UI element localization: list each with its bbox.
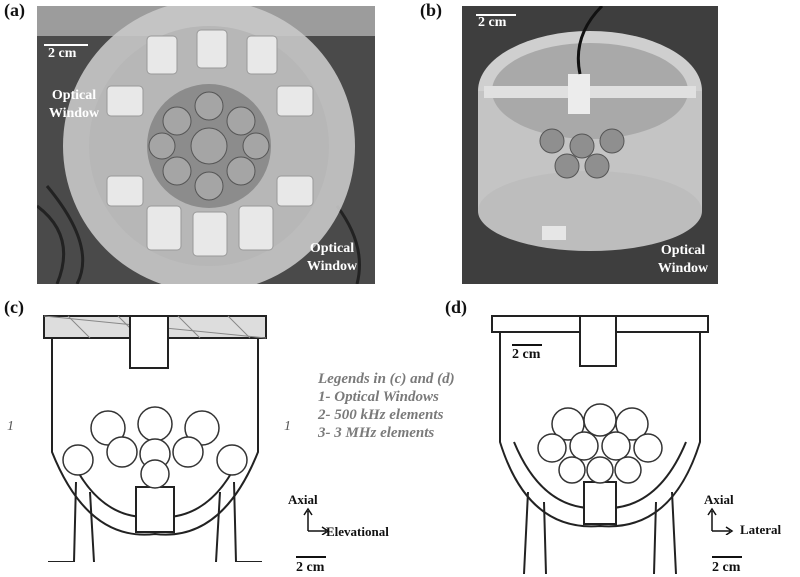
- callout-right-a: Optical Window: [306, 241, 358, 274]
- drawing-c: [43, 315, 267, 562]
- panel-label-b: (b): [420, 0, 442, 20]
- panel-label-c: (c): [4, 297, 24, 317]
- photo-b: [462, 6, 718, 284]
- callout-b: Optical Window: [657, 243, 709, 276]
- axis-arrows-d: [707, 507, 734, 535]
- side-label-left-c: 1: [7, 419, 14, 434]
- legend: Legends in (c) and (d) 1- Optical Window…: [318, 370, 455, 442]
- drawing-d: [491, 315, 709, 574]
- scale-text-b: 2 cm: [478, 15, 507, 30]
- scale-text-d-bottom: 2 cm: [712, 560, 741, 575]
- legend-item: 3- 3 MHz elements: [318, 425, 435, 441]
- axis-axial-d: Axial: [704, 492, 734, 507]
- axis-axial-c: Axial: [288, 492, 318, 507]
- scale-text-a: 2 cm: [48, 46, 77, 61]
- legend-item: 1- Optical Windows: [318, 389, 439, 405]
- scale-bar-d-bottom: [712, 556, 742, 558]
- scale-bar-b: [476, 14, 516, 16]
- scale-bar-a: [44, 44, 88, 46]
- axis-arrows-c: [303, 507, 330, 535]
- scale-bar-d-top: [512, 344, 542, 346]
- photo-a: [37, 6, 375, 284]
- panel-label-d: (d): [445, 297, 467, 317]
- legend-item: 2- 500 kHz elements: [318, 407, 444, 423]
- scale-text-d-top: 2 cm: [512, 347, 541, 362]
- scale-text-c: 2 cm: [296, 560, 325, 575]
- scale-bar-c: [296, 556, 326, 558]
- axis-lateral-d: Lateral: [740, 522, 782, 537]
- legend-title: Legends in (c) and (d): [318, 371, 455, 387]
- callout-left-a: Optical Window: [48, 88, 100, 121]
- side-label-right-c: 1: [284, 419, 291, 434]
- panel-label-a: (a): [4, 0, 25, 20]
- axis-elevational-c: Elevational: [326, 524, 389, 539]
